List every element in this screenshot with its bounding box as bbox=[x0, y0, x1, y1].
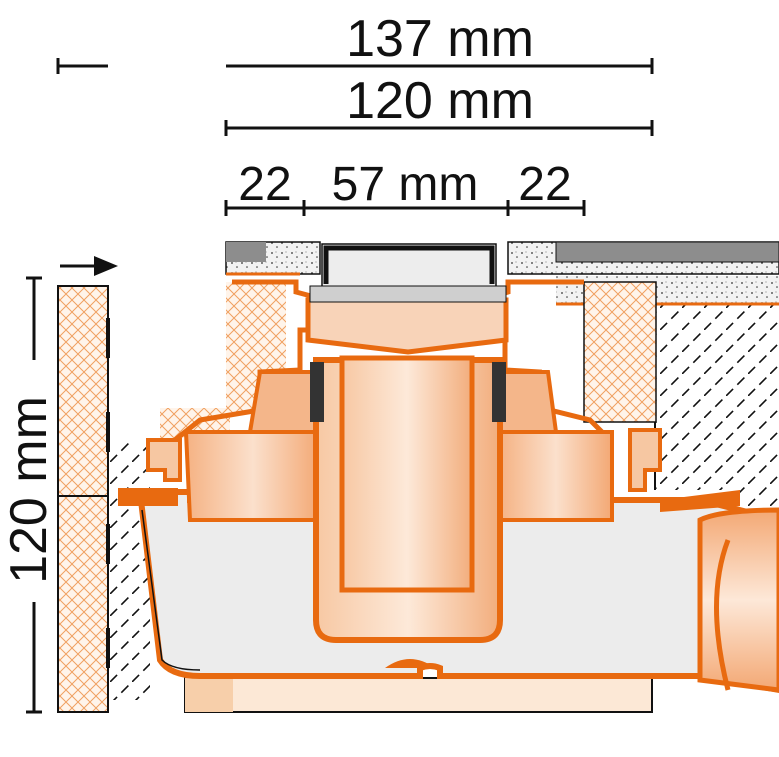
drain-trap bbox=[305, 297, 509, 643]
height-dimension bbox=[26, 276, 42, 714]
support-block bbox=[184, 677, 653, 713]
dimension-lines bbox=[56, 58, 654, 216]
height-label: 120 mm bbox=[0, 396, 58, 584]
drain-grate bbox=[309, 243, 507, 303]
left-flange-label: 22 bbox=[238, 158, 291, 211]
center-width-label: 57 mm bbox=[332, 158, 479, 211]
right-flange-label: 22 bbox=[518, 158, 571, 211]
total-width-label: 137 mm bbox=[346, 10, 534, 68]
direction-arrow-icon bbox=[60, 256, 118, 276]
inner-width-label: 120 mm bbox=[346, 72, 534, 130]
insulation-strip bbox=[57, 285, 110, 713]
